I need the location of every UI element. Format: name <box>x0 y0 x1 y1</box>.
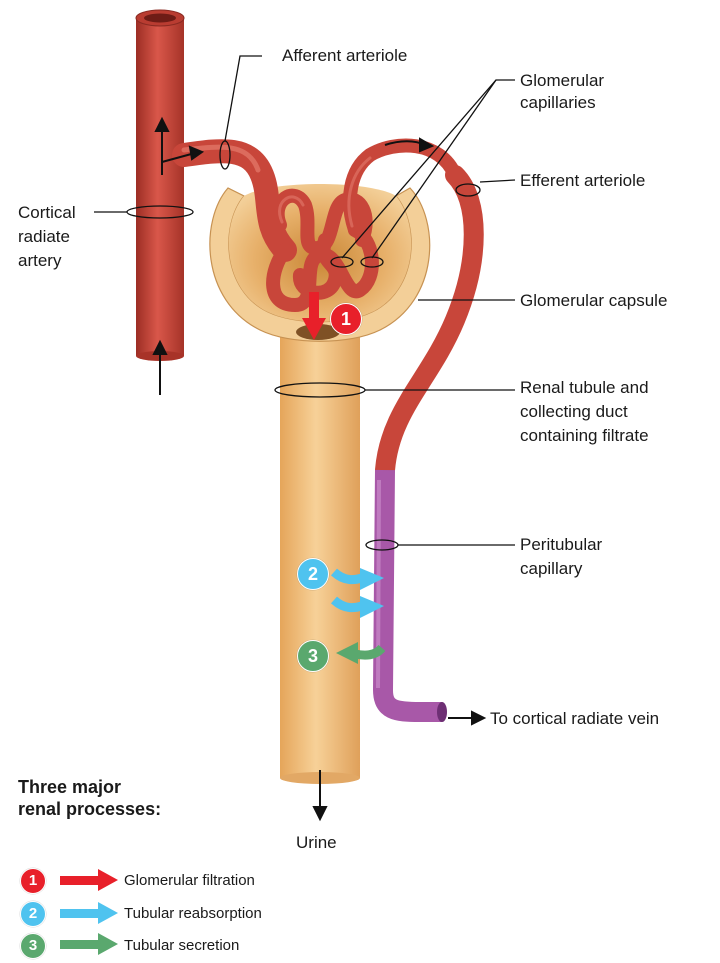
legend-badge-1: 1 <box>20 868 46 894</box>
label-peritubular-capillary-line1: Peritubular <box>520 534 602 555</box>
marker-filtration: 1 <box>330 303 362 335</box>
legend-badge-2: 2 <box>20 901 46 927</box>
label-renal-tubule-line3: containing filtrate <box>520 425 649 446</box>
legend-title-line2: renal processes: <box>18 798 161 820</box>
label-urine: Urine <box>296 832 337 853</box>
legend-label-2: Tubular reabsorption <box>124 905 262 923</box>
label-to-cortical-radiate-vein: To cortical radiate vein <box>490 708 659 729</box>
label-renal-tubule-line2: collecting duct <box>520 401 628 422</box>
marker-secretion: 3 <box>297 640 329 672</box>
marker-reabsorption: 2 <box>297 558 329 590</box>
legend-arrows <box>60 869 118 955</box>
label-cortical-radiate-artery-line2: radiate <box>18 226 70 247</box>
label-cortical-radiate-artery-line1: Cortical <box>18 202 76 223</box>
renal-tubule <box>280 300 360 784</box>
legend-label-3: Tubular secretion <box>124 937 239 955</box>
label-efferent-arteriole: Efferent arteriole <box>520 170 645 191</box>
label-glomerular-capsule: Glomerular capsule <box>520 290 667 311</box>
label-glomerular-capillaries-line2: capillaries <box>520 92 596 113</box>
label-peritubular-capillary-line2: capillary <box>520 558 582 579</box>
label-renal-tubule-line1: Renal tubule and <box>520 377 649 398</box>
label-afferent-arteriole: Afferent arteriole <box>282 45 407 66</box>
peritubular-capillary <box>383 470 442 712</box>
cortical-radiate-artery <box>136 10 184 361</box>
legend-title-line1: Three major <box>18 776 121 798</box>
legend-badge-3: 3 <box>20 933 46 959</box>
label-cortical-radiate-artery-line3: artery <box>18 250 61 271</box>
legend-label-1: Glomerular filtration <box>124 872 255 890</box>
label-glomerular-capillaries-line1: Glomerular <box>520 70 604 91</box>
